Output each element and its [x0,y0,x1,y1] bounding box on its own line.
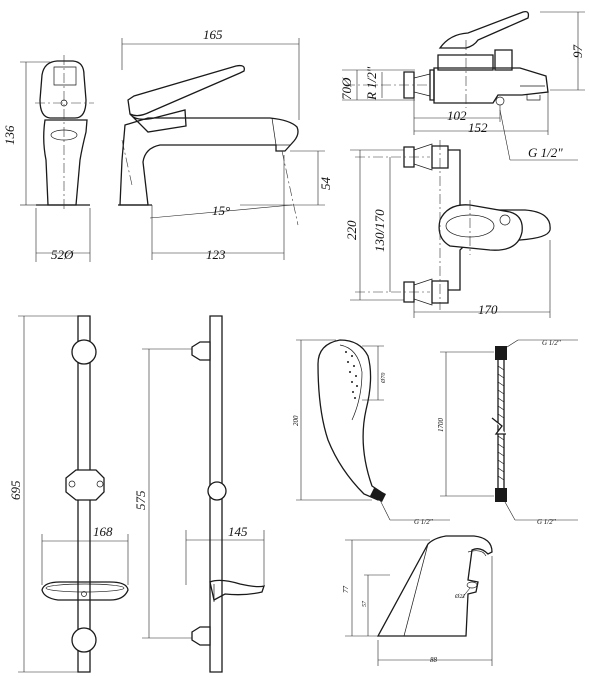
outlet-thread-label: G 1/2" [528,145,563,160]
spout-reach-label: 123 [206,247,226,262]
basin-height-label: 136 [2,125,17,145]
inlet-spacing-outer-label: 220 [344,220,359,240]
holder-inner-height-label: 57 [362,600,368,607]
shower-thread-label: G 1/2" [414,518,433,526]
rail-height-label: 695 [8,480,23,500]
swivel-angle-label: 15° [212,203,230,218]
connection-thread-label: R 1/2" [364,66,379,101]
hole-diameter-label: Ø21 [454,594,465,600]
holder-width-label: 145 [228,524,248,539]
wall-holder-drawing: 77 57 Ø21 88 [342,535,493,666]
bath-depth-label: 102 [447,108,467,123]
bath-mixer-plan-view: 220 130/170 170 [344,140,551,318]
basin-mixer-side-view: 165 54 15° 123 [118,27,333,262]
hose-length-label: 1700 [437,418,445,433]
shower-length-label: 200 [292,415,300,426]
hand-shower-drawing: 200 Ø70 G 1/2" [292,339,450,526]
head-diameter-label: Ø70 [381,373,387,384]
hose-thread-top-label: G 1/2" [542,339,561,347]
body-width-label: 170 [478,302,498,317]
spout-height-label: 54 [318,177,333,191]
hose-thread-bottom-label: G 1/2" [537,518,556,526]
slide-rail-side-view: 575 145 [133,315,266,673]
base-diameter-label: 52Ø [51,247,74,262]
holder-width-label: 88 [430,656,438,664]
basin-width-label: 165 [203,27,223,42]
tray-width-label: 168 [93,524,113,539]
slider-travel-label: 575 [133,490,148,510]
bath-mixer-side-view: 97 70Ø R 1/2" 102 152 G 1/2" [339,10,585,161]
slide-rail-front-view: 695 168 [8,315,129,673]
holder-height-label: 77 [342,586,350,594]
shower-hose-drawing: 1700 G 1/2" G 1/2" [437,339,578,526]
inlet-spacing-range-label: 130/170 [372,209,387,252]
spray-nozzles [345,351,358,399]
bath-length-label: 152 [468,120,488,135]
bath-height-label: 97 [570,45,585,59]
eccentric-diameter-label: 70Ø [339,77,354,100]
basin-mixer-front-view: 136 52Ø [2,55,94,262]
